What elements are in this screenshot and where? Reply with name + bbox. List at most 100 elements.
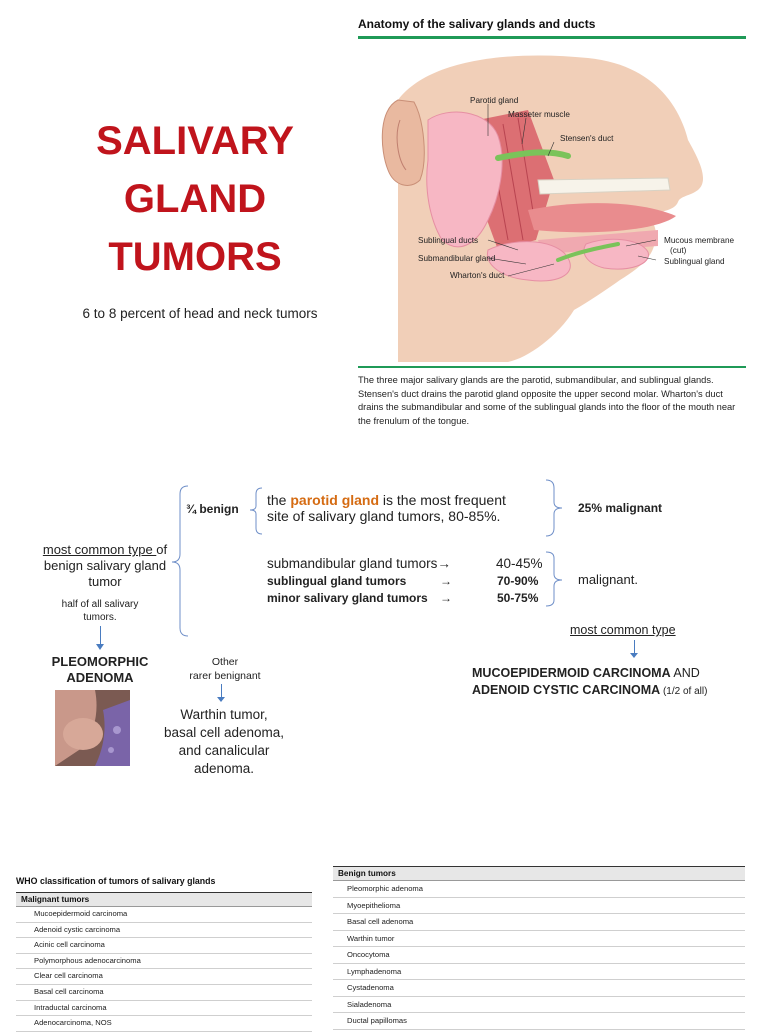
label-wharton-duct: Wharton's duct <box>450 271 505 280</box>
wharton-duct <box>556 242 620 262</box>
table-row: Basal cell adenoma <box>333 914 745 931</box>
rarer-item-3: and canalicular <box>178 743 270 758</box>
page-title: SALIVARY GLAND TUMORS <box>60 112 330 286</box>
table-row: Myoepithelioma <box>333 898 745 914</box>
row-sublingual-label: sublingual gland tumors <box>267 574 407 588</box>
rarer-list: Warthin tumor, basal cell adenoma, and c… <box>150 706 298 778</box>
mucoepidermoid: MUCOEPIDERMOID CARCINOMA <box>472 666 671 680</box>
rarer-item-4: adenoma. <box>193 761 255 776</box>
table-row: Clear cell carcinoma <box>16 969 312 985</box>
most-common-benign-tail: of <box>156 542 168 557</box>
most-common-malignant: most common type <box>570 623 676 637</box>
anatomy-top-rule <box>358 36 746 39</box>
other-rarer: Other rarer benignant <box>180 655 270 683</box>
malignant-types: MUCOEPIDERMOID CARCINOMA AND ADENOID CYS… <box>472 665 707 700</box>
malignant-table-header: Malignant tumors <box>16 892 312 907</box>
row-submandibular-label: submandibular gland tumors <box>267 556 438 571</box>
parotid-post: is the most frequent <box>379 492 506 508</box>
label-submandibular-gland: Submandibular gland <box>418 254 496 263</box>
title-line-3: TUMORS <box>108 235 282 279</box>
half-line-1: half of all salivary <box>61 599 139 610</box>
label-masseter-muscle: Masseter muscle <box>508 110 570 119</box>
rarer-item-2: basal cell adenoma, <box>163 725 285 740</box>
most-common-benign-label: most common type <box>42 542 157 557</box>
bracket-main-left <box>171 485 189 637</box>
arrow-to-rarer <box>221 684 222 700</box>
arrow-to-malignant <box>634 640 635 656</box>
row-submandibular: submandibular gland tumors→ <box>267 556 451 572</box>
bracket-rows-right <box>545 551 563 607</box>
parotid-pre: the <box>267 492 291 508</box>
who-table-title: WHO classification of tumors of salivary… <box>16 876 216 886</box>
table-row: Lymphadenoma <box>333 964 745 980</box>
anatomy-bottom-rule <box>358 366 746 368</box>
title-line-1: SALIVARY <box>96 119 294 163</box>
pleomorphic-line-2: ADENOMA <box>66 670 134 685</box>
subtitle: 6 to 8 percent of head and neck tumors <box>82 306 318 321</box>
title-line-2: GLAND <box>123 177 267 221</box>
half-all: (1/2 of all) <box>660 686 708 697</box>
benign-fraction: ¾ benign <box>186 502 239 516</box>
benign-desc-1: benign salivary gland <box>43 558 167 573</box>
row-sublingual-arrow: → <box>440 574 452 588</box>
half-line-2: tumors. <box>83 612 117 623</box>
table-row: Mucoepidermoid carcinoma <box>16 907 312 923</box>
label-mucous-membrane: Mucous membrane <box>664 236 735 245</box>
row-sublingual-value: 70-90% <box>497 574 539 588</box>
benign-desc-2: tumor <box>88 574 122 589</box>
row-submandibular-arrow: → <box>437 556 451 571</box>
anatomy-illustration <box>381 55 703 362</box>
table-row: Oncocytoma <box>333 947 745 964</box>
table-row: Acinic cell carcinoma <box>16 938 312 954</box>
anatomy-heading: Anatomy of the salivary glands and ducts <box>358 17 596 31</box>
table-row: Intraductal carcinoma <box>16 1001 312 1017</box>
benign-table: Benign tumors Pleomorphic adenoma Myoepi… <box>333 866 745 1030</box>
arrow-head-malignant-icon <box>630 653 638 658</box>
bracket-parotid-left <box>249 487 263 535</box>
flow-brackets <box>171 479 563 637</box>
submandibular-gland <box>487 241 571 282</box>
bracket-parotid-right <box>545 479 563 537</box>
benign-table-header: Benign tumors <box>333 866 745 881</box>
arrow-to-pleomorphic <box>100 626 101 648</box>
table-row: Basal cell carcinoma <box>16 985 312 1001</box>
label-sublingual-ducts: Sublingual ducts <box>418 236 479 245</box>
row-minor-arrow: → <box>440 591 452 605</box>
label-parotid-gland: Parotid gland <box>470 96 519 105</box>
pleomorphic-adenoma: PLEOMORPHIC ADENOMA <box>30 654 170 686</box>
table-row: Ductal papillomas <box>333 1013 745 1030</box>
arrow-head-icon <box>96 644 104 650</box>
rows-malignant: malignant. <box>578 572 638 587</box>
rarer-item-1: Warthin tumor, <box>180 707 268 722</box>
parotid-statement: the parotid gland is the most frequent s… <box>267 492 506 524</box>
parotid-line2: site of salivary gland tumors, 80-85%. <box>267 508 501 524</box>
label-sublingual-gland: Sublingual gland <box>664 257 725 266</box>
table-row: Warthin tumor <box>333 931 745 947</box>
other-line-2: rarer benignant <box>189 670 261 682</box>
label-cut: (cut) <box>670 246 687 255</box>
parotid-gland <box>426 111 503 248</box>
table-row: Sialadenoma <box>333 997 745 1013</box>
parotid-emphasis: parotid gland <box>290 492 380 508</box>
tongue <box>528 203 676 233</box>
patient-photo <box>55 690 130 766</box>
half-of-all: half of all salivary tumors. <box>20 598 180 624</box>
pleomorphic-line-1: PLEOMORPHIC <box>51 654 149 669</box>
upper-teeth <box>537 177 671 195</box>
most-common-benign: most common type of benign salivary glan… <box>20 542 190 590</box>
row-minor-value: 50-75% <box>497 591 539 605</box>
ear <box>381 99 425 186</box>
and-word: AND <box>670 666 700 680</box>
table-row: Pleomorphic adenoma <box>333 881 745 898</box>
anatomy-caption: The three major salivary glands are the … <box>358 375 736 426</box>
table-row: Polymorphous adenocarcinoma <box>16 954 312 970</box>
stensen-duct <box>495 149 571 161</box>
table-row: Adenoid cystic carcinoma <box>16 923 312 939</box>
row-submandibular-value: 40-45% <box>496 556 543 571</box>
row-minor-label: minor salivary gland tumors <box>267 591 428 605</box>
parotid-malignant: 25% malignant <box>578 501 663 515</box>
other-line-1: Other <box>211 656 239 668</box>
arrow-head-rarer-icon <box>217 697 225 702</box>
malignant-table: Malignant tumors Mucoepidermoid carcinom… <box>16 892 312 1032</box>
adenoid-cystic: ADENOID CYSTIC CARCINOMA <box>472 683 661 697</box>
